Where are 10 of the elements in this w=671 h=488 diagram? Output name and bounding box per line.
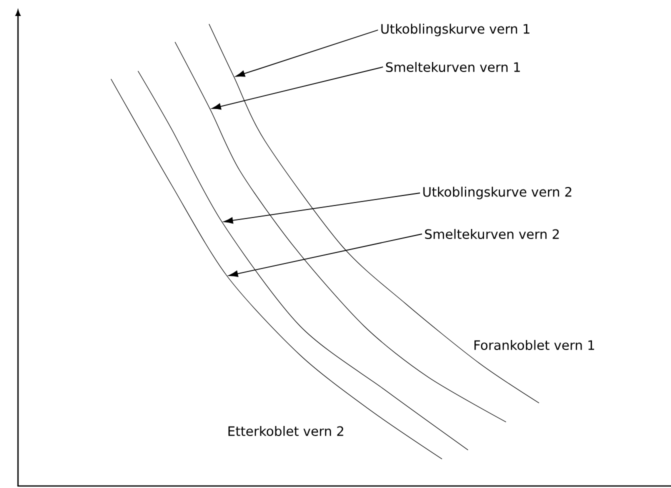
leader-arrow — [228, 234, 422, 277]
leader-arrow — [212, 66, 384, 110]
curve-label: Smeltekurven vern 1 — [386, 62, 520, 72]
curve-label: Utkoblingskurve vern 2 — [423, 186, 572, 200]
curve-label: Utkoblingskurve vern 1 — [381, 24, 530, 36]
curve-label: Forankoblet vern 1 — [471, 338, 598, 352]
leader-arrow — [224, 192, 420, 224]
curve-label: Smeltekurven vern 2 — [425, 228, 559, 240]
curve-label: Etterkoblet vern 2 — [225, 424, 347, 438]
leader-arrow — [236, 30, 378, 77]
